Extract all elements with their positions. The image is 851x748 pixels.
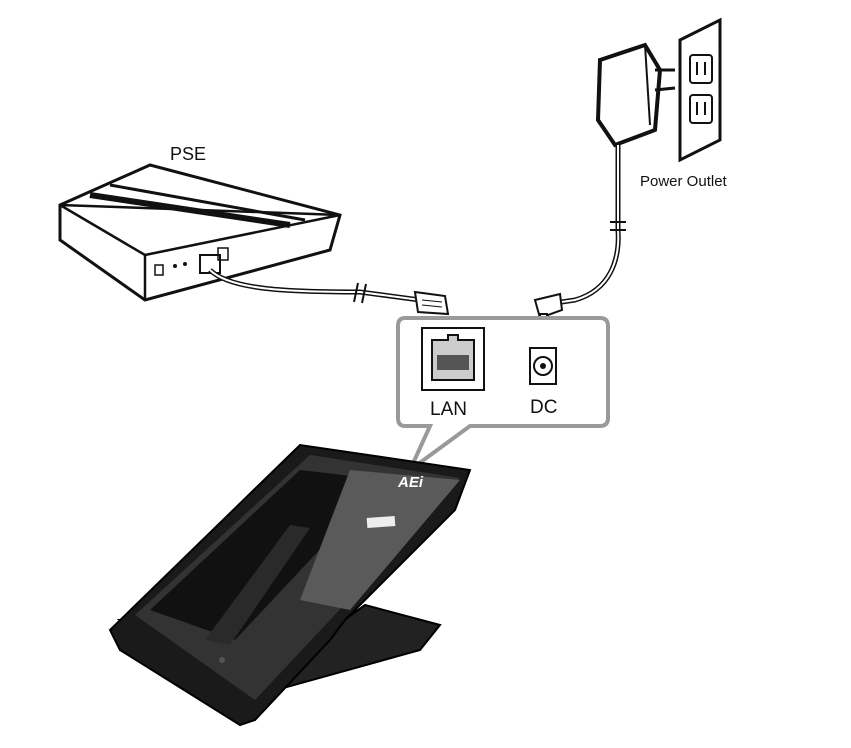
dc-port [529, 347, 557, 385]
lan-label: LAN [430, 399, 467, 420]
power-outlet-label: Power Outlet [640, 173, 728, 190]
power-outlet [678, 17, 722, 163]
power-adapter [595, 42, 676, 148]
label-plate [300, 470, 460, 610]
phone-base [108, 443, 472, 727]
aei-logo: AEi [397, 474, 424, 491]
dc-cable [547, 145, 621, 307]
rj45-plug [413, 290, 450, 316]
pse-label: PSE [170, 144, 206, 164]
pse-device [58, 163, 342, 302]
lan-port [421, 327, 485, 391]
dc-label: DC [530, 397, 557, 418]
